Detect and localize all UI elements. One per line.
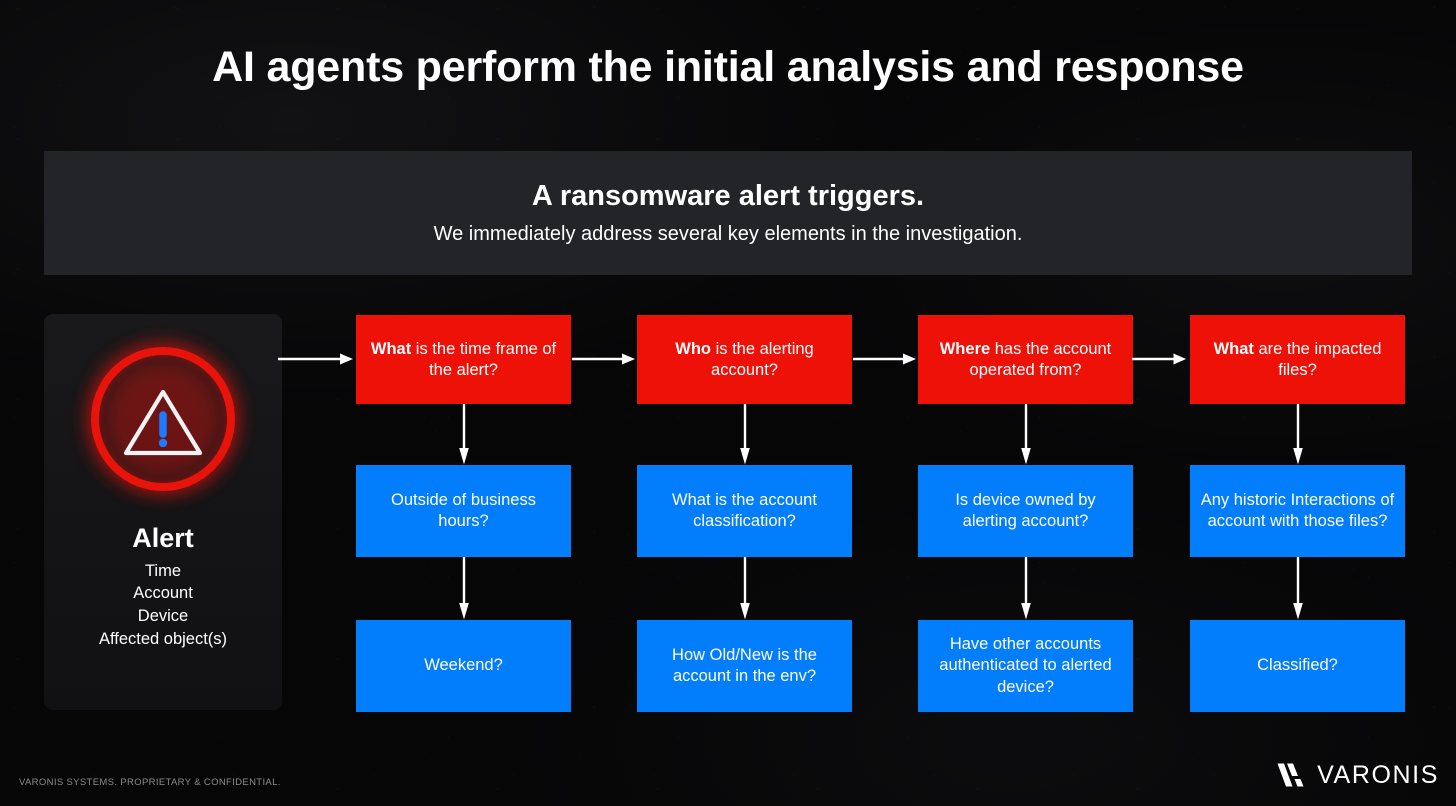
alert-attribute: Account	[133, 584, 193, 603]
alert-title: Alert	[132, 523, 194, 553]
alert-attribute-list: Time Account Device Affected object(s)	[99, 560, 227, 651]
banner-headline: A ransomware alert triggers.	[531, 179, 925, 212]
alert-attribute: Affected object(s)	[98, 629, 228, 648]
arrow-alert-to-question-1	[278, 353, 353, 365]
question-node-red-1: What is the time frame of the alert?	[356, 315, 571, 404]
confidentiality-notice: VARONIS SYSTEMS. PROPRIETARY & CONFIDENT…	[19, 777, 281, 788]
arrow-down-1b	[459, 557, 469, 620]
sub-node-blue-4a: Any historic Interactions of account wit…	[1190, 465, 1405, 557]
varonis-wordmark: VARONIS	[1317, 760, 1439, 789]
alert-ring	[91, 347, 235, 491]
warning-triangle-icon	[123, 389, 203, 456]
question-text: is the alerting account?	[711, 339, 814, 379]
banner: A ransomware alert triggers. We immediat…	[44, 151, 1412, 275]
alert-panel: Alert Time Account Device Affected objec…	[44, 314, 282, 710]
page-title: AI agents perform the initial analysis a…	[212, 43, 1244, 91]
flow-column-3: Where has the account operated from? Is …	[853, 314, 1133, 714]
question-text: are the impacted files?	[1253, 339, 1382, 379]
flow-column-2: Who is the alerting account? What is the…	[572, 314, 852, 714]
alert-icon-group	[73, 329, 253, 509]
sub-node-blue-2b: How Old/New is the account in the env?	[637, 620, 852, 712]
varonis-logo: VARONIS	[1276, 760, 1439, 790]
question-keyword: What	[370, 339, 412, 358]
sub-node-blue-3a: Is device owned by alerting account?	[918, 465, 1133, 557]
arrow-down-2b	[740, 557, 750, 620]
arrow-question-1-to-2	[572, 353, 635, 365]
question-text: is the time frame of the alert?	[411, 339, 557, 379]
question-text: has the account operated from?	[969, 339, 1112, 379]
sub-node-blue-4b: Classified?	[1190, 620, 1405, 712]
arrow-down-4a	[1293, 404, 1303, 465]
sub-node-blue-1b: Weekend?	[356, 620, 571, 712]
flow-column-1: What is the time frame of the alert? Out…	[278, 314, 571, 714]
sub-node-blue-2a: What is the account classification?	[637, 465, 852, 557]
arrow-down-1a	[459, 404, 469, 465]
varonis-chevron-icon	[1277, 763, 1304, 787]
question-node-red-2: Who is the alerting account?	[637, 315, 852, 404]
arrow-down-3a	[1021, 404, 1031, 465]
alert-attribute: Time	[144, 561, 182, 580]
sub-node-blue-1a: Outside of business hours?	[356, 465, 571, 557]
question-keyword: Who	[675, 339, 711, 358]
flow-diagram: What is the time frame of the alert? Out…	[278, 314, 1405, 714]
question-node-red-4: What are the impacted files?	[1190, 315, 1405, 404]
arrow-down-4b	[1293, 557, 1303, 620]
arrow-question-3-to-4	[1132, 353, 1187, 365]
flow-column-4: What are the impacted files? Any histori…	[1132, 314, 1405, 714]
alert-attribute: Device	[137, 607, 189, 626]
question-keyword: Where	[939, 339, 991, 358]
question-keyword: What	[1213, 339, 1254, 358]
arrow-question-2-to-3	[853, 353, 916, 365]
banner-subhead: We immediately address several key eleme…	[433, 223, 1023, 246]
sub-node-blue-3b: Have other accounts authenticated to ale…	[918, 620, 1133, 712]
arrow-down-3b	[1021, 557, 1031, 620]
arrow-down-2a	[740, 404, 750, 465]
question-node-red-3: Where has the account operated from?	[918, 315, 1133, 404]
